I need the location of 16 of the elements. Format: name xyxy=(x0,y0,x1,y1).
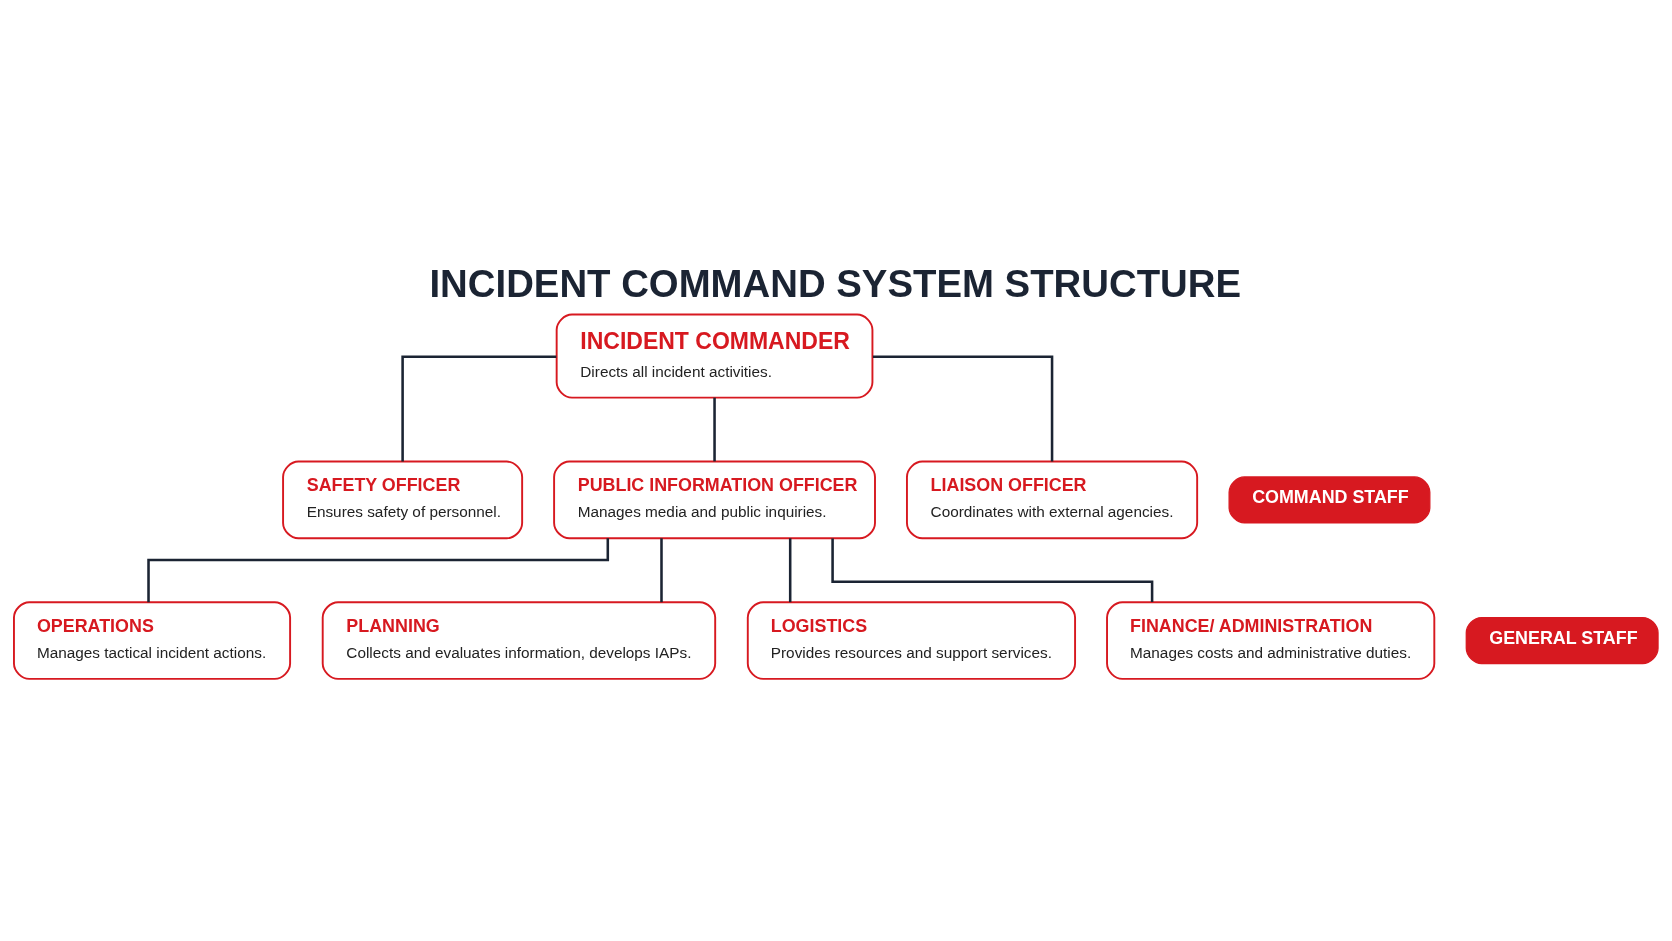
connector xyxy=(660,538,663,603)
node-box: INCIDENT COMMANDER Directs all incident activities. xyxy=(555,313,874,399)
node-box: GENERAL STAFF xyxy=(1465,616,1659,665)
node-box: SAFETY OFFICER Ensures safety of personnel. xyxy=(282,460,524,540)
node-box: COMMAND STAFF xyxy=(1228,476,1431,524)
diagram-title: INCIDENT COMMAND SYSTEM STRUCTURE xyxy=(429,261,1242,305)
connector xyxy=(401,355,557,462)
node-box: FINANCE/ ADMINISTRATION Manages costs and administrative duties. xyxy=(1106,601,1436,680)
node-box: PUBLIC INFORMATION OFFICER Manages media and public inquiries. xyxy=(553,460,876,540)
node-box: LIAISON OFFICER Coordinates with external agencies. xyxy=(906,460,1199,540)
connector xyxy=(872,355,1054,462)
connector xyxy=(788,538,792,603)
connector xyxy=(713,397,716,462)
node-box: PLANNING Collects and evaluates information, develops IAPs. xyxy=(321,601,717,680)
node-box: OPERATIONS Manages tactical incident actions. xyxy=(13,601,292,680)
node-box: LOGISTICS Provides resources and support services. xyxy=(746,601,1077,680)
